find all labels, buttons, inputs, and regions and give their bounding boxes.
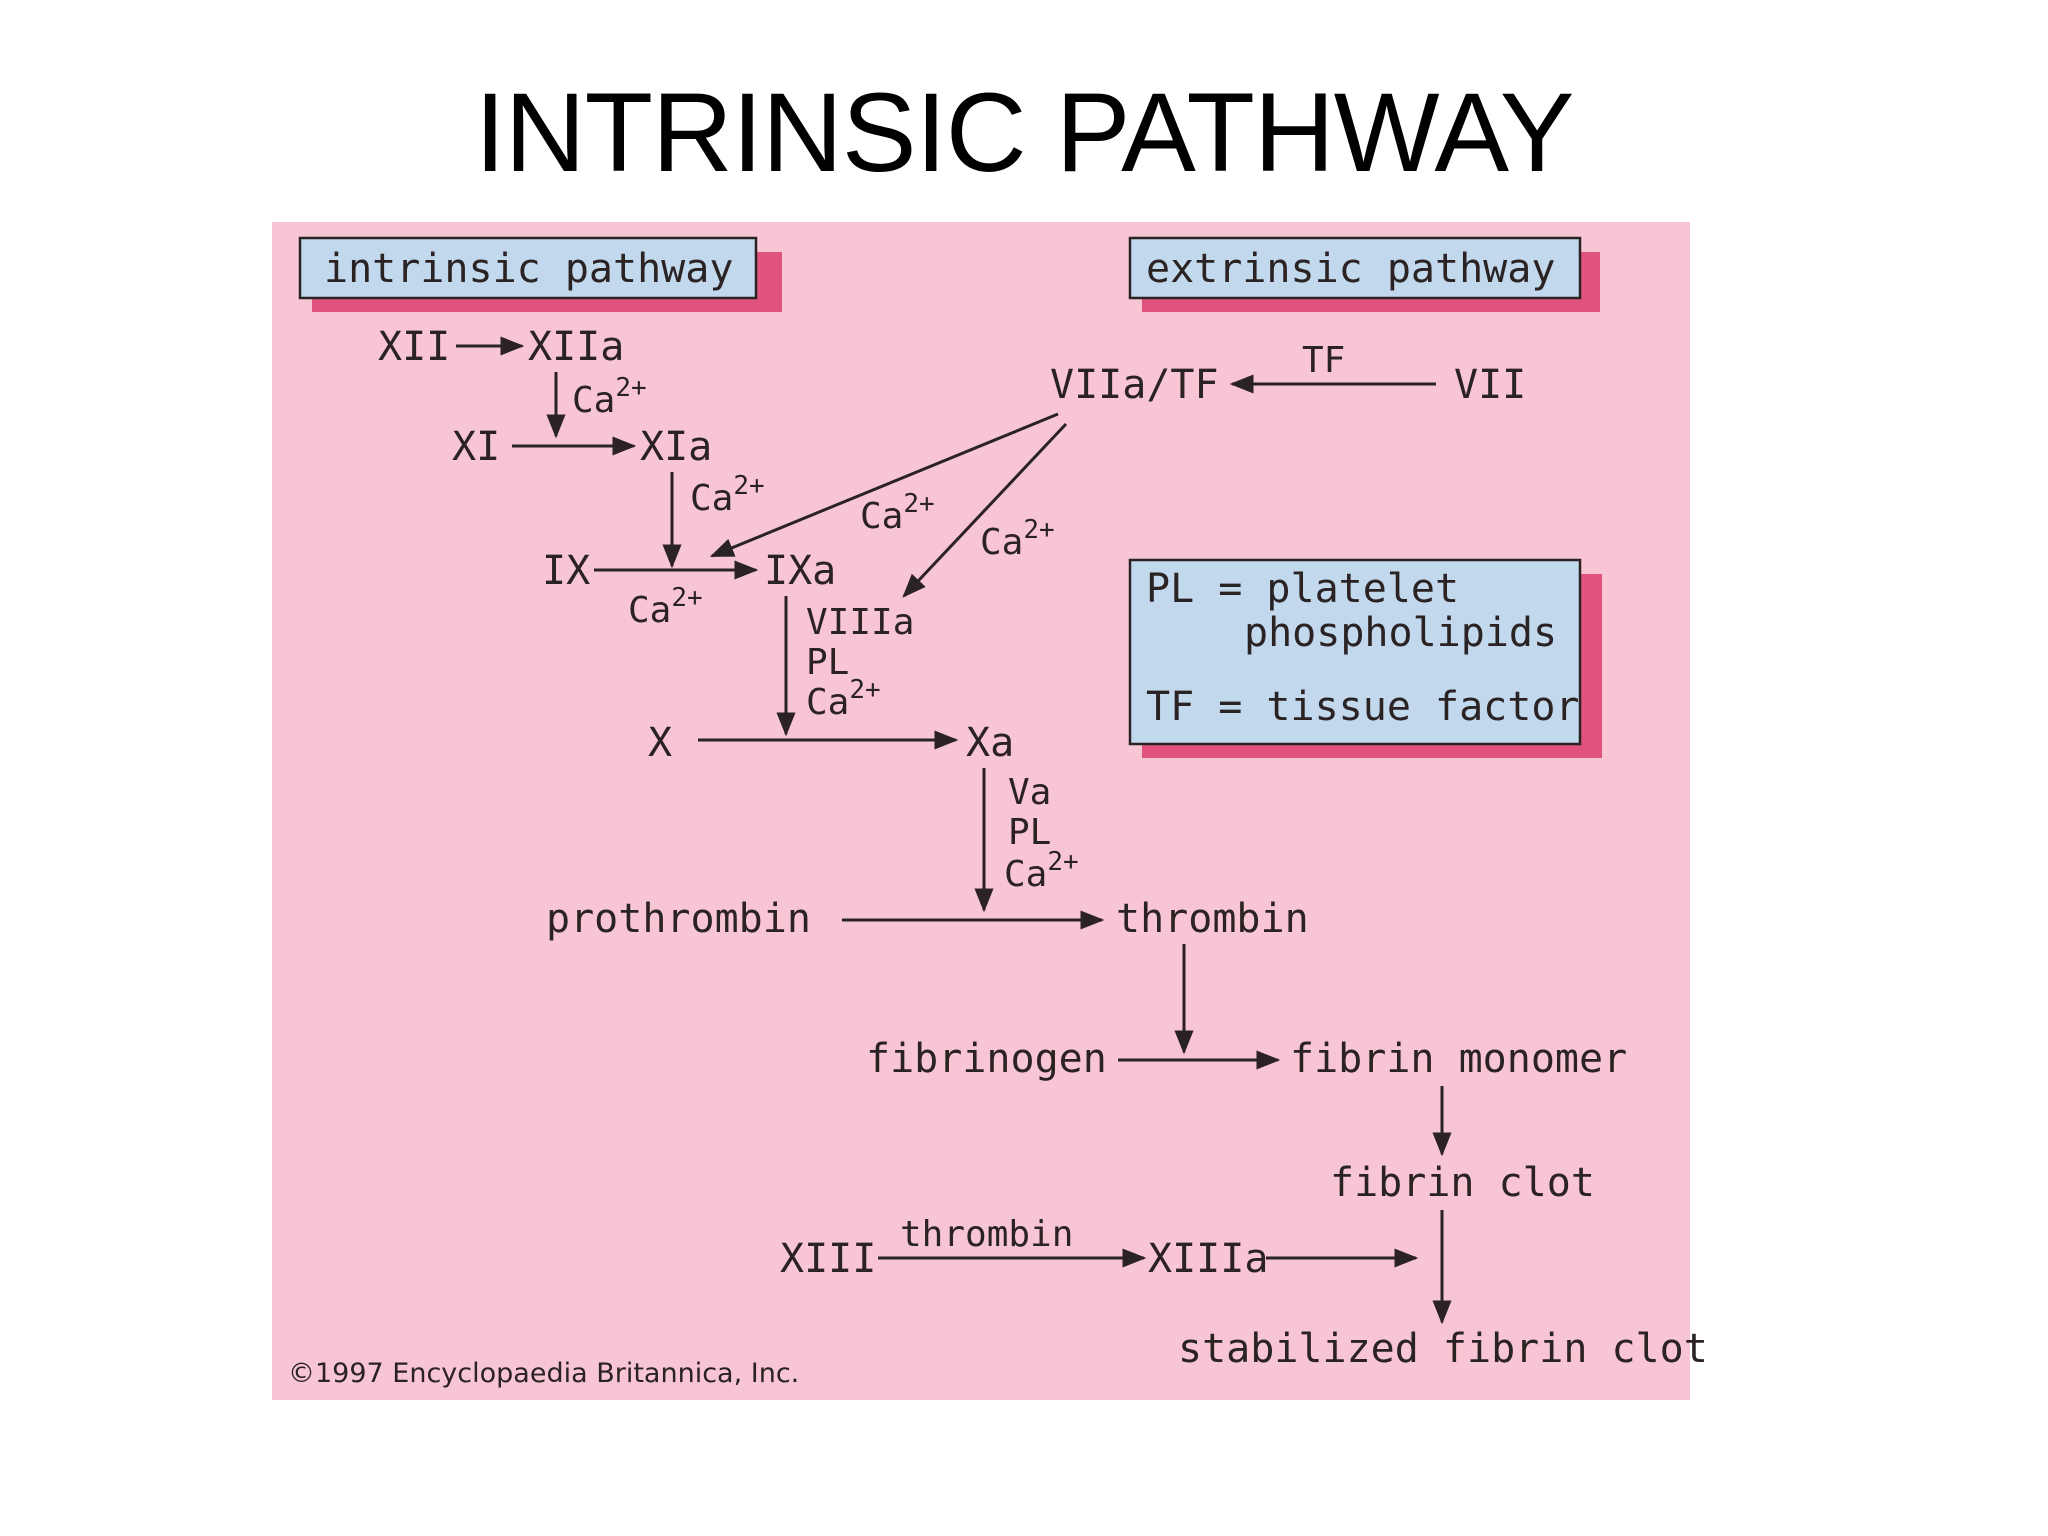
slide-title: INTRINSIC PATHWAY [474, 70, 1575, 195]
node-x: X [648, 720, 672, 766]
ca-label-5: Ca2+ [980, 515, 1055, 563]
node-fibrinogen: fibrinogen [866, 1036, 1107, 1082]
ca-label-7: Ca2+ [1004, 847, 1079, 895]
va-label: Va [1008, 772, 1051, 813]
thrombin-cofactor-label: thrombin [900, 1214, 1073, 1255]
legend-box: PL = platelet phospholipids TF = tissue … [1128, 558, 1602, 758]
node-prothrombin: prothrombin [546, 896, 811, 942]
ca-label-6: Ca2+ [806, 675, 881, 723]
node-xi: XI [452, 424, 500, 470]
diagram-panel [272, 222, 1690, 1400]
legend-tf-line: TF = tissue factor [1146, 684, 1579, 730]
node-thrombin: thrombin [1116, 896, 1309, 942]
pl-label-2: PL [1008, 812, 1051, 853]
extrinsic-pathway-label: extrinsic pathway [1146, 246, 1555, 292]
legend-pl-line1: PL = platelet [1146, 566, 1459, 612]
ca-label-1: Ca2+ [572, 373, 647, 421]
node-vii: VII [1454, 362, 1526, 408]
extrinsic-pathway-header: extrinsic pathway [1128, 236, 1600, 312]
node-xii: XII [378, 324, 450, 370]
intrinsic-pathway-header: intrinsic pathway [298, 236, 782, 312]
node-xa: Xa [966, 720, 1014, 766]
ca-label-2: Ca2+ [690, 471, 765, 519]
intrinsic-pathway-label: intrinsic pathway [324, 246, 733, 292]
legend-pl-line2: phospholipids [1244, 610, 1557, 656]
node-ix: IX [542, 548, 590, 594]
node-fibrin-clot: fibrin clot [1330, 1160, 1595, 1206]
pl-label-1: PL [806, 642, 849, 683]
arrow-viiatf-x [902, 422, 1068, 598]
node-viia-tf: VIIa/TF [1050, 362, 1219, 408]
viiia-label: VIIIa [806, 602, 914, 643]
ca-label-4: Ca2+ [860, 489, 935, 537]
copyright-notice: ©1997 Encyclopaedia Britannica, Inc. [288, 1358, 799, 1389]
node-stabilized-fibrin-clot: stabilized fibrin clot [1178, 1326, 1708, 1372]
node-ixa: IXa [764, 548, 836, 594]
node-xia: XIa [640, 424, 712, 470]
tf-label: TF [1302, 340, 1345, 381]
node-xiiia: XIIIa [1148, 1236, 1268, 1282]
node-fibrin-monomer: fibrin monomer [1290, 1036, 1627, 1082]
node-xiii: XIII [780, 1236, 876, 1282]
ca-label-3: Ca2+ [628, 583, 703, 631]
arrow-viiatf-ixa [709, 412, 1059, 558]
node-xiia: XIIa [528, 324, 624, 370]
